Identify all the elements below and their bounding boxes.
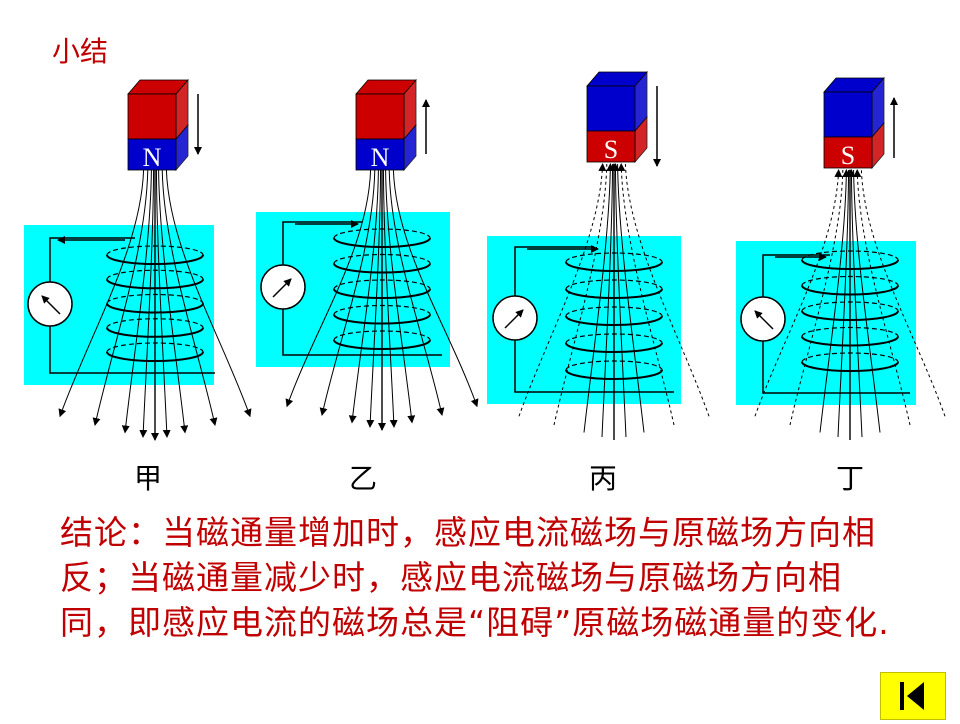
- field-line: [155, 169, 171, 438]
- field-line: [754, 169, 843, 417]
- galvanometer: [740, 296, 786, 342]
- magnet-front-upper: [127, 93, 177, 140]
- magnet-front-upper: [586, 85, 636, 132]
- magnet-front-lower: [823, 136, 873, 169]
- field-line: [121, 169, 152, 434]
- caption-ding: 丁: [835, 462, 864, 495]
- field-line: [853, 169, 881, 433]
- magnet-pole-label: S: [841, 141, 855, 170]
- panel-ding: S: [736, 76, 946, 440]
- caption-jia: 甲: [133, 462, 162, 495]
- caption-bing: 丙: [588, 462, 617, 495]
- galvanometer: [260, 264, 306, 310]
- field-line: [860, 169, 946, 417]
- magnet-pole-label: N: [371, 143, 390, 172]
- field-lines: [754, 169, 946, 440]
- galvanometer: [492, 295, 538, 341]
- field-line: [583, 163, 615, 433]
- magnet: N: [355, 78, 417, 172]
- magnet-pole-label: N: [143, 143, 162, 172]
- field-line: [617, 163, 645, 433]
- field-lines: [58, 169, 252, 441]
- field-line: [139, 169, 155, 438]
- meter-needle: [754, 310, 774, 330]
- conclusion-text: 结论：当磁通量增加时，感应电流磁场与原磁场方向相反；当磁通量减少时，感应电流磁场…: [60, 513, 890, 642]
- magnet-front-upper: [355, 93, 405, 140]
- skip-back-button[interactable]: [880, 672, 946, 720]
- field-line: [611, 163, 627, 438]
- slide-title: 小结: [52, 35, 109, 68]
- field-line: [853, 169, 911, 426]
- field-lines: [518, 163, 710, 440]
- magnet-front-lower: [586, 130, 636, 163]
- galvanometer: [27, 281, 73, 327]
- magnet-pole-label: S: [604, 135, 618, 164]
- field-line: [789, 169, 844, 426]
- field-line: [518, 163, 607, 417]
- meter-needle: [272, 278, 292, 298]
- panel-jia: N: [24, 78, 252, 441]
- field-line: [624, 163, 710, 417]
- magnet-front-lower: [355, 138, 405, 171]
- field-line: [617, 163, 675, 426]
- field-line: [92, 169, 149, 426]
- field-line: [58, 169, 145, 418]
- field-line: [161, 169, 218, 426]
- field-line: [601, 163, 614, 438]
- field-line: [392, 169, 479, 408]
- magnet: S: [823, 76, 885, 170]
- panel-bing: S: [487, 70, 710, 440]
- field-line: [847, 169, 863, 438]
- panel-yi: N: [256, 78, 479, 431]
- field-line: [348, 169, 379, 424]
- skip-back-icon: [880, 672, 946, 720]
- field-line: [165, 169, 252, 418]
- field-line: [837, 169, 850, 438]
- field-line: [319, 169, 376, 416]
- meter-needle: [41, 295, 61, 315]
- field-line: [382, 169, 398, 428]
- field-line: [366, 169, 382, 428]
- field-line: [158, 169, 189, 434]
- magnet-front-lower: [127, 138, 177, 171]
- field-line: [819, 169, 851, 433]
- field-line: [553, 163, 608, 426]
- magnet-front-upper: [823, 91, 873, 138]
- field-line: [285, 169, 372, 408]
- caption-yi: 乙: [348, 462, 377, 495]
- field-lines: [285, 169, 479, 431]
- magnet: N: [127, 78, 189, 172]
- magnet: S: [586, 70, 648, 164]
- field-line: [385, 169, 416, 424]
- field-line: [388, 169, 445, 416]
- meter-needle: [504, 309, 524, 329]
